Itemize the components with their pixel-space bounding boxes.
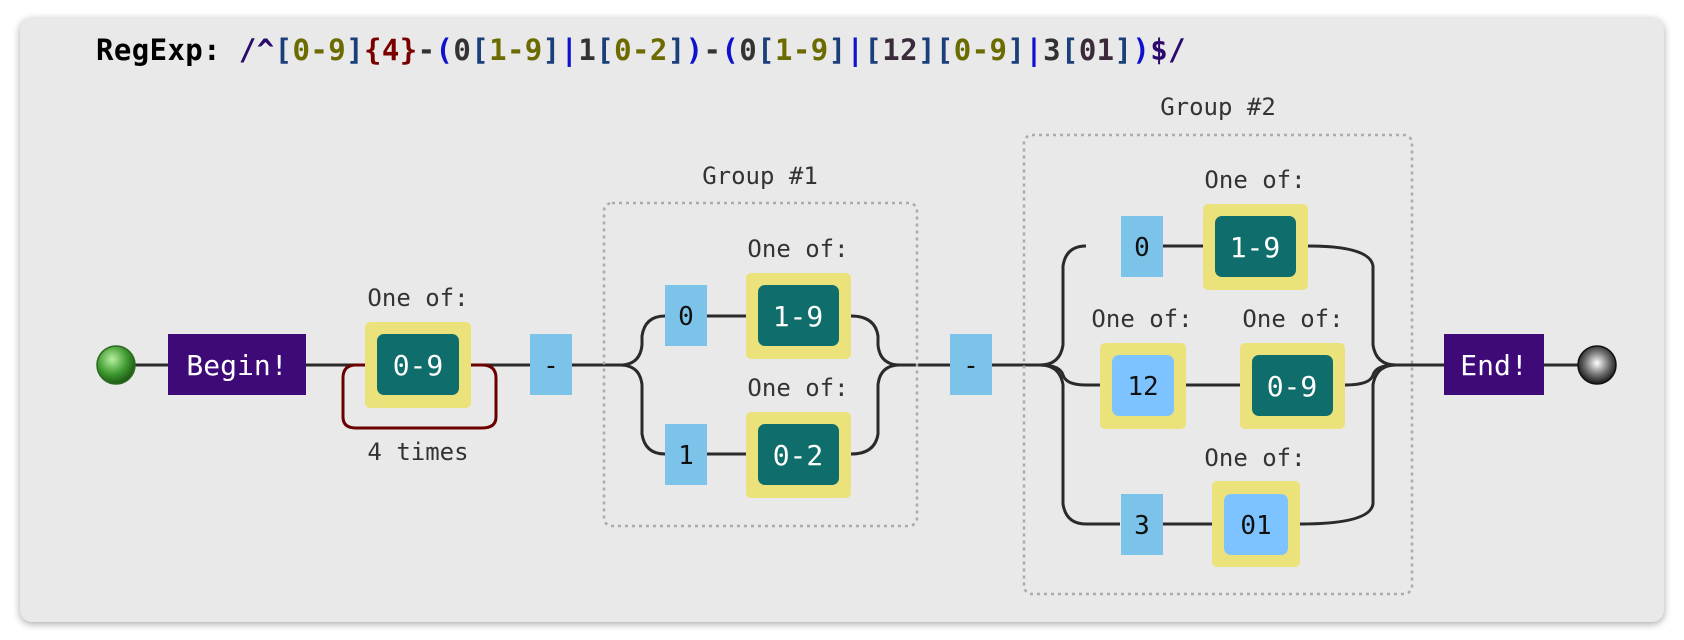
literal-label: 0 bbox=[678, 302, 694, 332]
regexp-token: 01 bbox=[1078, 33, 1115, 67]
regexp-token: ) bbox=[685, 33, 704, 67]
one-of-label: One of: bbox=[367, 284, 468, 312]
class-node bbox=[377, 334, 459, 395]
regexp-token: / bbox=[238, 33, 257, 67]
one-of-label: One of: bbox=[1242, 305, 1343, 333]
separator-node bbox=[530, 334, 572, 395]
regexp-token: [ bbox=[864, 33, 883, 67]
regexp-token: [ bbox=[757, 33, 776, 67]
regexp-token: ] bbox=[1007, 33, 1026, 67]
regexp-token: ] bbox=[346, 33, 364, 67]
class-label: 1-9 bbox=[773, 300, 824, 333]
regexp-token: 0-2 bbox=[614, 33, 668, 67]
regexp-token: [ bbox=[1060, 33, 1079, 67]
one-of-label: One of: bbox=[1204, 166, 1305, 194]
separator-label: - bbox=[543, 351, 559, 381]
class-node bbox=[758, 424, 839, 485]
regexp-token: 0 bbox=[453, 33, 472, 67]
class-node bbox=[1252, 355, 1333, 416]
literal-node bbox=[665, 285, 707, 346]
regexp-expression: RegExp: /^[0-9]{4}-(0[1-9]|1[0-2])-(0[1-… bbox=[96, 33, 1186, 67]
group-1-box bbox=[602, 201, 919, 528]
group-1-title: Group #1 bbox=[702, 162, 818, 190]
connector bbox=[1039, 244, 1087, 367]
set-label: 01 bbox=[1240, 511, 1271, 541]
regexp-token: ] bbox=[1114, 33, 1133, 67]
begin-node bbox=[168, 334, 306, 395]
regexp-token: [ bbox=[471, 33, 490, 67]
group-2-title: Group #2 bbox=[1160, 93, 1276, 121]
connector bbox=[619, 363, 666, 456]
set-label: 12 bbox=[1127, 372, 1158, 402]
regexp-token: | bbox=[846, 33, 865, 67]
regexp-prefix: RegExp: bbox=[96, 33, 239, 67]
regexp-token: 0-9 bbox=[953, 33, 1008, 67]
regexp-token: 1-9 bbox=[489, 33, 543, 67]
end-node bbox=[1444, 334, 1544, 395]
literal-node bbox=[1121, 494, 1163, 555]
class-label: 1-9 bbox=[1230, 231, 1281, 264]
one-of-label: One of: bbox=[747, 235, 848, 263]
regexp-tokens: /^[0-9]{4}-(0[1-9]|1[0-2])-(0[1-9]|[12][… bbox=[239, 33, 1186, 67]
regexp-token: ) bbox=[1132, 33, 1151, 67]
connector bbox=[1307, 244, 1397, 367]
regexp-token: 1-9 bbox=[775, 33, 829, 67]
repeat-loop bbox=[341, 363, 498, 430]
end-circle bbox=[1577, 345, 1617, 385]
literal-node bbox=[665, 424, 707, 485]
regexp-token: {4} bbox=[363, 33, 418, 67]
regexp-token: [ bbox=[274, 33, 293, 67]
connector bbox=[1344, 363, 1397, 387]
separator-node bbox=[950, 334, 992, 395]
one-of-label: One of: bbox=[747, 374, 848, 402]
regexp-token: [ bbox=[935, 33, 954, 67]
one-of-label: One of: bbox=[1204, 444, 1305, 472]
class-node bbox=[758, 285, 839, 346]
regexp-token: ( bbox=[435, 33, 454, 67]
connector bbox=[850, 363, 901, 456]
set-node bbox=[1112, 355, 1174, 416]
connector bbox=[850, 314, 901, 367]
separator-label: - bbox=[963, 351, 979, 381]
regexp-token: 0-9 bbox=[292, 33, 347, 67]
regexp-token: ^ bbox=[256, 33, 275, 67]
regexp-token: ( bbox=[721, 33, 740, 67]
regexp-token: 12 bbox=[882, 33, 918, 67]
repeat-label: 4 times bbox=[367, 438, 468, 466]
end-label: End! bbox=[1460, 349, 1527, 382]
begin-label: Begin! bbox=[186, 349, 287, 382]
literal-label: 0 bbox=[1134, 233, 1150, 263]
class-node bbox=[1215, 216, 1296, 277]
literal-label: 3 bbox=[1134, 511, 1150, 541]
connector bbox=[619, 314, 666, 367]
regexp-token: - bbox=[703, 33, 722, 67]
set-node bbox=[1224, 494, 1288, 555]
regexp-token: - bbox=[417, 33, 436, 67]
one-of-label: One of: bbox=[1091, 305, 1192, 333]
class-label: 0-2 bbox=[773, 439, 824, 472]
literal-node bbox=[1121, 216, 1163, 277]
regexp-token: | bbox=[1025, 33, 1044, 67]
connector bbox=[1039, 363, 1120, 526]
start-circle bbox=[96, 345, 136, 385]
regexp-token: ] bbox=[828, 33, 847, 67]
connector bbox=[1039, 363, 1100, 387]
regexp-token: | bbox=[560, 33, 579, 67]
regexp-token: ] bbox=[667, 33, 686, 67]
literal-label: 1 bbox=[678, 441, 694, 471]
regexp-token: ] bbox=[542, 33, 561, 67]
regexp-token: / bbox=[1168, 33, 1187, 67]
class-label: 0-9 bbox=[1267, 370, 1318, 403]
connector bbox=[1299, 363, 1397, 526]
regexp-token: 0 bbox=[739, 33, 758, 67]
regexp-token: 3 bbox=[1043, 33, 1061, 67]
class-label: 0-9 bbox=[393, 349, 444, 382]
regexp-token: ] bbox=[917, 33, 936, 67]
regexp-token: [ bbox=[596, 33, 615, 67]
regexp-token: $ bbox=[1150, 33, 1169, 67]
regexp-token: 1 bbox=[578, 33, 597, 67]
